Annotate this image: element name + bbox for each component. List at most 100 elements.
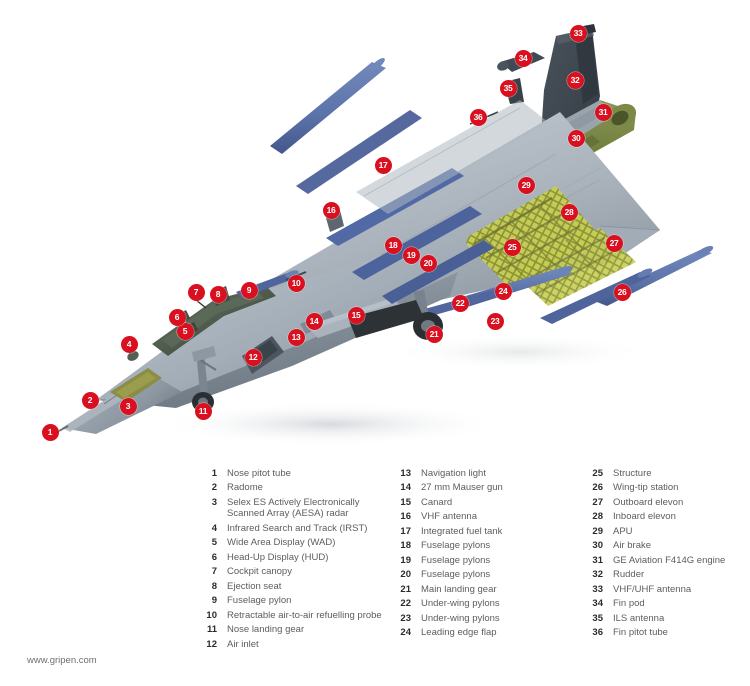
callout-marker-9[interactable]: 9 <box>240 281 258 299</box>
legend-item-label: VHF/UHF antenna <box>613 583 692 595</box>
legend-item-label: ILS antenna <box>613 612 665 624</box>
legend-item-label: Nose landing gear <box>227 624 305 636</box>
legend-item-number: 17 <box>400 525 411 537</box>
callout-marker-22[interactable]: 22 <box>451 294 469 312</box>
callout-marker-32[interactable]: 32 <box>566 71 584 89</box>
callout-marker-25[interactable]: 25 <box>503 238 521 256</box>
callout-marker-14[interactable]: 14 <box>305 312 323 330</box>
callout-marker-1[interactable]: 1 <box>41 423 59 441</box>
callout-marker-20[interactable]: 20 <box>419 254 437 272</box>
legend-item-number: 3 <box>211 496 217 508</box>
callout-marker-26[interactable]: 26 <box>613 283 631 301</box>
legend-item-number: 13 <box>400 468 411 479</box>
legend-item-number: 19 <box>400 554 411 566</box>
callout-marker-6[interactable]: 6 <box>168 308 186 326</box>
callout-marker-24[interactable]: 24 <box>494 282 512 300</box>
legend-item-label: Nose pitot tube <box>227 468 291 479</box>
legend-item-number: 28 <box>592 511 603 523</box>
legend-item-number: 16 <box>400 511 411 523</box>
callout-marker-16[interactable]: 16 <box>322 201 340 219</box>
legend-item-number: 27 <box>592 496 603 508</box>
legend-item-number: 5 <box>211 537 217 549</box>
legend-item-number: 31 <box>592 554 603 566</box>
legend-item-label: Rudder <box>613 569 645 581</box>
legend-item-label: Cockpit canopy <box>227 566 292 578</box>
legend-item-label: Infrared Search and Track (IRST) <box>227 522 368 534</box>
callout-marker-8[interactable]: 8 <box>209 285 227 303</box>
callout-marker-34[interactable]: 34 <box>514 49 532 67</box>
legend-item-label: Fuselage pylons <box>421 554 491 566</box>
callout-marker-31[interactable]: 31 <box>594 103 612 121</box>
callout-marker-7[interactable]: 7 <box>187 283 205 301</box>
callout-marker-4[interactable]: 4 <box>120 335 138 353</box>
callout-marker-29[interactable]: 29 <box>517 176 535 194</box>
callout-marker-36[interactable]: 36 <box>469 108 487 126</box>
legend-item-label: Navigation light <box>421 468 486 479</box>
legend-item-number: 8 <box>211 580 217 592</box>
legend-item-label: Canard <box>421 496 453 508</box>
callout-marker-28[interactable]: 28 <box>560 203 578 221</box>
legend-item-label: Leading edge flap <box>421 627 497 639</box>
legend-item-label: Inboard elevon <box>613 511 676 523</box>
legend-item-number: 1 <box>211 468 217 479</box>
callout-marker-18[interactable]: 18 <box>384 236 402 254</box>
callout-marker-21[interactable]: 21 <box>425 325 443 343</box>
callout-marker-10[interactable]: 10 <box>287 274 305 292</box>
callout-marker-13[interactable]: 13 <box>287 328 305 346</box>
legend-item-label: 27 mm Mauser gun <box>421 482 503 494</box>
footer-website-url[interactable]: www.gripen.com <box>27 655 97 666</box>
legend-item-number: 22 <box>400 598 411 610</box>
ground-shadow-rear <box>390 334 650 370</box>
callout-marker-27[interactable]: 27 <box>605 234 623 252</box>
legend-item-31: 31 GE Aviation F414G engine <box>579 555 749 566</box>
callout-marker-2[interactable]: 2 <box>81 391 99 409</box>
legend-item-number: 25 <box>592 468 603 479</box>
legend-item-number: 23 <box>400 612 411 624</box>
legend-item-label: Fin pod <box>613 598 645 610</box>
legend-item-number: 9 <box>211 595 217 607</box>
legend-item-label: Fuselage pylons <box>421 569 491 581</box>
callout-marker-3[interactable]: 3 <box>119 397 137 415</box>
callout-marker-30[interactable]: 30 <box>567 129 585 147</box>
legend-item-label: Structure <box>613 468 652 479</box>
legend-item-number: 30 <box>592 540 603 552</box>
legend-item-number: 34 <box>592 598 603 610</box>
legend-item-number: 29 <box>592 525 603 537</box>
legend-item-22: 22 Under-wing pylons <box>387 598 577 609</box>
callout-marker-35[interactable]: 35 <box>499 79 517 97</box>
callout-marker-23[interactable]: 23 <box>486 312 504 330</box>
aircraft-diagram-svg <box>49 24 714 446</box>
callout-marker-11[interactable]: 11 <box>194 402 212 420</box>
callout-marker-19[interactable]: 19 <box>402 246 420 264</box>
legend-item-label: Fuselage pylon <box>227 595 292 607</box>
legend-item-label: Air inlet <box>227 638 259 650</box>
callout-marker-17[interactable]: 17 <box>374 156 392 174</box>
callout-marker-33[interactable]: 33 <box>569 24 587 42</box>
legend-item-number: 4 <box>211 522 217 534</box>
legend-item-number: 12 <box>206 638 217 650</box>
legend-item-label: Under-wing pylons <box>421 598 500 610</box>
legend-item-label: Radome <box>227 482 263 494</box>
legend-item-label: Retractable air-to-air refuelling probe <box>227 609 382 621</box>
legend-item-label: APU <box>613 525 633 537</box>
callout-marker-15[interactable]: 15 <box>347 306 365 324</box>
legend-item-number: 6 <box>211 551 217 563</box>
callout-marker-5[interactable]: 5 <box>176 322 194 340</box>
legend-item-label: GE Aviation F414G engine <box>613 554 726 566</box>
legend-item-number: 36 <box>592 627 603 639</box>
callout-marker-12[interactable]: 12 <box>244 348 262 366</box>
